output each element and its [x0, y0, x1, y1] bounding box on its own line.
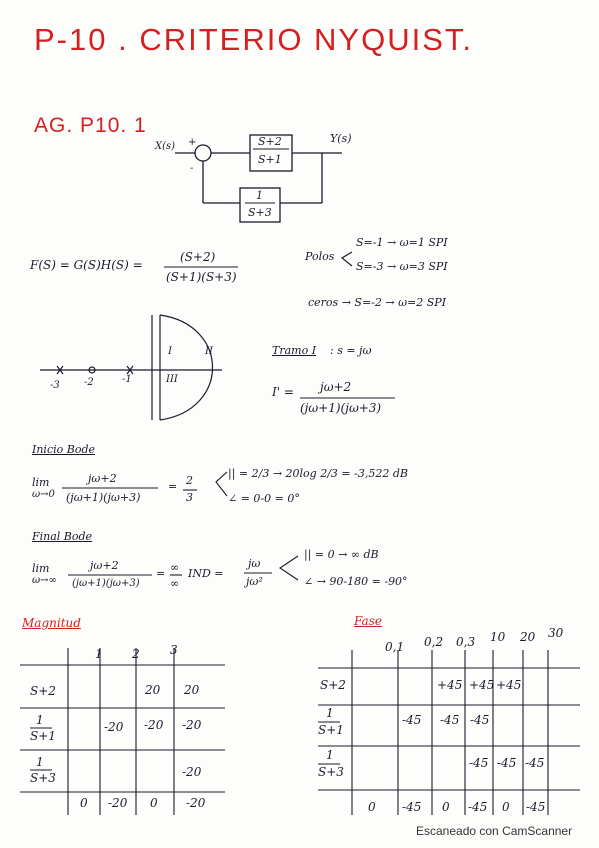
forward-den: S+1	[258, 153, 282, 166]
sum-minus: -	[190, 163, 194, 174]
magnitud-heading: Magnitud	[22, 616, 81, 630]
page-title: P-10 . CRITERIO NYQUIST.	[34, 22, 474, 57]
final-frac-num: jω	[248, 557, 261, 570]
mag-row-3-label-num: 1	[36, 755, 44, 769]
inicio-frac-den: 3	[186, 491, 193, 504]
fase-cell: 0	[442, 800, 450, 814]
fase-cell: -45	[402, 800, 422, 814]
feedback-num: 1	[256, 189, 263, 202]
tick-minus-2: -2	[84, 377, 94, 388]
feedback-den: S+3	[248, 206, 272, 219]
tramo-den: (jω+1)(jω+3)	[300, 401, 382, 415]
tramo-lhs: I' =	[272, 385, 294, 399]
tick-minus-1: -1	[122, 374, 132, 385]
fase-cell: -45	[402, 713, 422, 727]
final-den: (jω+1)(jω+3)	[72, 578, 140, 589]
mag-row-2-label-den: S+1	[30, 729, 56, 743]
fase-cell: +45	[469, 678, 495, 692]
zeros: ceros → S=-2 → ω=2 SPI	[308, 296, 447, 309]
poles-label: Polos	[305, 250, 335, 263]
final-inf-num: ∞	[170, 561, 180, 574]
fase-cell: 0	[502, 800, 510, 814]
fase-cell: 0	[368, 800, 376, 814]
fase-col-1: 0,1	[385, 640, 405, 654]
transfer-lhs: F(S) = G(S)H(S) =	[30, 258, 143, 272]
final-ind: IND =	[188, 567, 224, 580]
region-1-label: I	[168, 346, 172, 357]
mag-cell: -20	[144, 718, 164, 732]
fase-cell: -45	[468, 800, 488, 814]
final-lim: lim	[32, 562, 50, 575]
mag-col-1: 1	[95, 647, 103, 661]
inicio-heading: Inicio Bode	[32, 443, 96, 456]
tramo-label: Tramo I	[272, 344, 317, 357]
final-frac-den: jω²	[246, 575, 263, 588]
mag-row-2-label-num: 1	[36, 713, 44, 727]
inicio-num: jω+2	[88, 472, 117, 485]
mag-cell: -20	[186, 796, 206, 810]
transfer-num: (S+2)	[180, 250, 216, 264]
final-heading: Final Bode	[32, 530, 93, 543]
mag-cell: 20	[145, 683, 161, 697]
tick-minus-3: -3	[50, 380, 60, 391]
inicio-lim-sub: ω→0	[32, 489, 55, 500]
fase-cell: -45	[525, 756, 545, 770]
inicio-phase: ∠ = 0-0 = 0°	[228, 492, 300, 505]
mag-cell: 0	[80, 796, 88, 810]
inicio-lim: lim	[32, 476, 50, 489]
fase-cell: -45	[440, 713, 460, 727]
mag-cell: -20	[108, 796, 128, 810]
mag-row-3-label-den: S+3	[30, 771, 56, 785]
fase-cell: -45	[497, 756, 517, 770]
fase-row-1-label: S+2	[320, 678, 346, 692]
fase-cell: -45	[469, 756, 489, 770]
final-lim-sub: ω→∞	[32, 575, 57, 586]
fase-cell: +45	[496, 678, 522, 692]
fase-col-4: 10	[490, 630, 506, 644]
mag-cell: -20	[104, 720, 124, 734]
tramo-substitution: : s = jω	[330, 344, 372, 357]
transfer-den: (S+1)(S+3)	[166, 270, 237, 284]
input-label: X(s)	[155, 141, 176, 152]
inicio-den: (jω+1)(jω+3)	[66, 491, 141, 504]
inicio-frac-num: 2	[186, 474, 193, 487]
fase-col-6: 30	[548, 626, 564, 640]
fase-col-3: 0,3	[456, 635, 476, 649]
fase-cell: -45	[470, 713, 490, 727]
mag-col-2: 2	[132, 647, 140, 661]
final-phase: ∠ → 90-180 = -90°	[304, 575, 408, 588]
final-inf-den: ∞	[170, 577, 180, 590]
inicio-magnitude: || = 2/3 → 20log 2/3 = -3,522 dB	[228, 467, 408, 480]
mag-cell: 20	[184, 683, 200, 697]
forward-num: S+2	[258, 135, 282, 148]
fase-row-2-label-num: 1	[326, 706, 334, 720]
fase-cell: -45	[526, 800, 546, 814]
mag-cell: -20	[182, 765, 202, 779]
output-label: Y(s)	[330, 132, 352, 145]
tramo-num: jω+2	[320, 380, 352, 394]
fase-col-5: 20	[520, 630, 536, 644]
mag-col-3: 3	[170, 643, 178, 657]
mag-cell: -20	[182, 718, 202, 732]
pole-1: S=-1 → ω=1 SPI	[356, 236, 448, 249]
exercise-heading: AG. P10. 1	[34, 114, 147, 137]
scanner-watermark: Escaneado con CamScanner	[416, 824, 573, 838]
fase-row-3-label-num: 1	[326, 748, 334, 762]
final-magnitude: || = 0 → ∞ dB	[304, 548, 379, 561]
region-3-label: III	[166, 374, 178, 385]
sum-plus: +	[188, 137, 197, 148]
fase-row-2-label-den: S+1	[318, 723, 344, 737]
final-num: jω+2	[90, 559, 119, 572]
region-2-label: II	[205, 346, 213, 357]
pole-2: S=-3 → ω=3 SPI	[356, 260, 448, 273]
fase-col-2: 0,2	[424, 635, 444, 649]
inicio-equals: =	[168, 480, 178, 493]
fase-row-3-label-den: S+3	[318, 765, 344, 779]
fase-cell: +45	[437, 678, 463, 692]
final-equals: =	[156, 567, 166, 580]
mag-cell: 0	[150, 796, 158, 810]
mag-row-1-label: S+2	[30, 684, 56, 698]
fase-heading: Fase	[354, 614, 382, 628]
